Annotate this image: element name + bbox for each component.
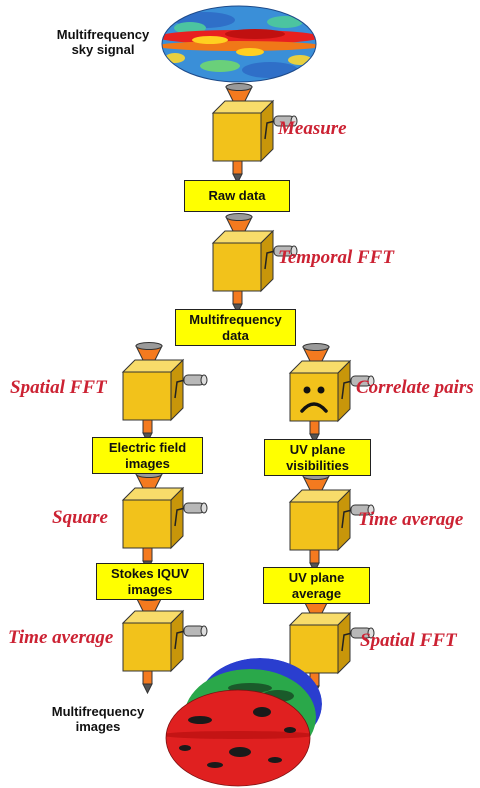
spatial-fft-left-machine-icon xyxy=(121,342,208,444)
step-square: Square xyxy=(52,507,108,528)
correlate-machine-icon xyxy=(288,343,375,445)
box-stokes-iquv-images: Stokes IQUV images xyxy=(96,563,204,600)
box-uv-plane-visibilities: UV plane visibilities xyxy=(264,439,371,476)
temporal-fft-machine-icon xyxy=(211,213,298,315)
step-time-average-right: Time average xyxy=(358,509,464,530)
box-raw-data: Raw data xyxy=(184,180,290,212)
step-spatial-fft-left: Spatial FFT xyxy=(10,377,107,398)
sky-signal-map-icon xyxy=(162,6,316,82)
step-measure: Measure xyxy=(278,118,347,139)
box-multifrequency-data: Multifrequency data xyxy=(175,309,296,346)
square-machine-icon xyxy=(121,470,208,572)
box-electric-field-images: Electric field images xyxy=(92,437,203,474)
step-correlate-pairs: Correlate pairs xyxy=(356,377,474,398)
step-time-average-left: Time average xyxy=(8,627,114,648)
step-temporal-fft: Temporal FFT xyxy=(278,247,394,268)
multifrequency-images-icon xyxy=(165,658,322,787)
result-label: Multifrequency images xyxy=(51,704,145,734)
step-spatial-fft-right: Spatial FFT xyxy=(360,630,457,651)
frown-face-icon xyxy=(300,386,328,413)
box-uv-plane-average: UV plane average xyxy=(263,567,370,604)
measure-machine-icon xyxy=(211,83,298,185)
time-average-left-machine-icon xyxy=(121,593,208,695)
source-label: Multifrequency sky signal xyxy=(56,27,150,57)
